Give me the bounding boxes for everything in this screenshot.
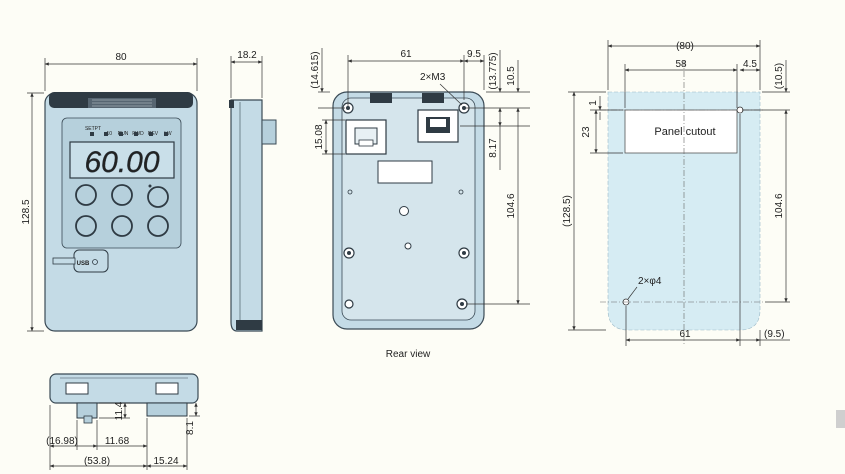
- cutout-bottom-9-5: (9.5): [764, 329, 785, 340]
- indicator-rev: REV: [148, 131, 159, 137]
- rear-offset-dim: 9.5: [467, 49, 481, 60]
- keypad-button-3: [147, 186, 169, 208]
- rear-view-caption: Rear view: [386, 349, 431, 360]
- bottom-w-11-68: 11.68: [105, 436, 130, 447]
- indicator-setpt: SETPT: [85, 126, 101, 132]
- keypad-button-5: [111, 215, 133, 237]
- display-value: 60.00: [84, 146, 159, 179]
- bottom-view: 11.4 8.1 (16.98) 11.68 (53.8) 15.24: [46, 373, 200, 470]
- bottom-w-53-8: (53.8): [84, 456, 110, 467]
- usb-icon: USB: [77, 261, 90, 267]
- cutout-left-1: 1: [588, 100, 599, 106]
- keypad-button-4: [75, 215, 97, 237]
- cutout-top-10-5: (10.5): [774, 63, 785, 89]
- cutout-offset-4-5: 4.5: [743, 59, 757, 70]
- rear-screws-label: 2×M3: [420, 72, 446, 83]
- side-view: 18.2: [229, 50, 277, 332]
- cutout-left-23: 23: [581, 126, 592, 138]
- cutout-view: Panel cutout (80) 58 4.5 (10.5) (128.5) …: [562, 40, 790, 346]
- indicator-fwd: FWD: [132, 131, 144, 137]
- rear-top-dim-left: (14.615): [310, 51, 321, 88]
- led-display: [69, 141, 175, 179]
- rear-right-dim-104-6: 104.6: [506, 193, 517, 218]
- bottom-connector-right: [146, 402, 188, 417]
- bottom-h-8-1: 8.1: [185, 421, 196, 435]
- cutout-holes-label: 2×φ4: [638, 276, 662, 287]
- rear-right-dim-8-17: 8.17: [488, 138, 499, 158]
- bottom-w-15-24: 15.24: [153, 456, 178, 467]
- cutout-right-104-6: 104.6: [774, 193, 785, 218]
- bottom-w-16-98: (16.98): [46, 436, 78, 447]
- scrollbar-thumb[interactable]: [836, 410, 845, 428]
- cutout-width-58: 58: [675, 59, 687, 70]
- cutout-width-80: (80): [676, 41, 694, 52]
- cutout-bottom-61: 61: [679, 329, 691, 340]
- rear-width-dim: 61: [400, 49, 412, 60]
- rear-top-dim-10-5: 10.5: [506, 66, 517, 86]
- panel-cutout-window: [624, 109, 738, 154]
- front-view: SETPT x10 RUN FWD REV kW 60.00 USB 80: [21, 52, 198, 332]
- keypad-button-6: [147, 215, 169, 237]
- indicator-kw: kW: [164, 131, 172, 137]
- keypad-button-2: [111, 184, 133, 206]
- indicator-x10: x10: [104, 131, 112, 137]
- rear-left-dim: 15.08: [314, 124, 325, 149]
- panel-cutout-label: Panel cutout: [654, 126, 715, 138]
- bottom-h-11-4: 11.4: [114, 401, 125, 420]
- cutout-height-128-5: (128.5): [562, 195, 573, 227]
- rear-view: 61 9.5 2×M3 (14.615) 15.08 (13.775) 10.5…: [310, 48, 530, 360]
- front-height-dim: 128.5: [21, 199, 32, 224]
- keypad-button-1: [75, 184, 97, 206]
- rear-top-dim-right: (13.775): [488, 52, 499, 89]
- side-depth-dim: 18.2: [237, 50, 257, 61]
- front-width-dim: 80: [115, 52, 127, 63]
- side-connector: [261, 119, 277, 145]
- indicator-run: RUN: [118, 131, 129, 137]
